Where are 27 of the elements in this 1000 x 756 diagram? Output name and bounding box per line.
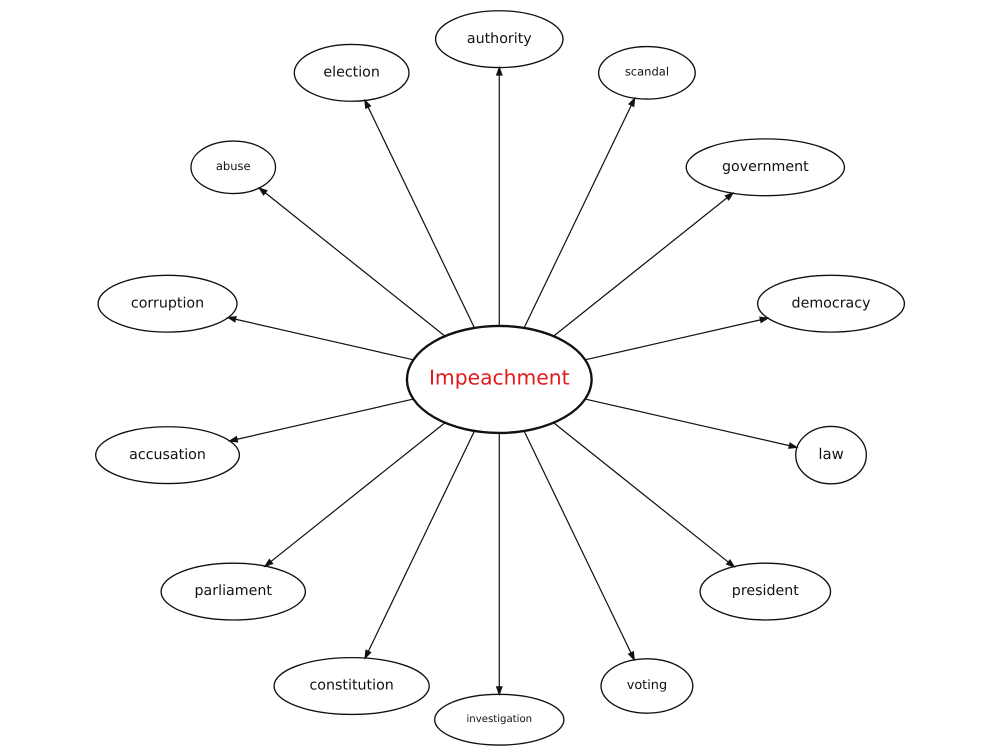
node-ellipse: parliament: [160, 562, 306, 621]
arrow: [258, 186, 446, 336]
arrow: [585, 398, 799, 449]
node-ellipse: law: [795, 426, 868, 485]
arrow: [553, 192, 734, 336]
node-ellipse: president: [699, 562, 832, 621]
arrow: [228, 398, 414, 443]
node-ellipse: constitution: [273, 656, 430, 716]
node-ellipse: scandal: [598, 46, 696, 100]
arrow: [226, 316, 414, 360]
node-ellipse: democracy: [756, 274, 906, 333]
arrow: [524, 430, 636, 662]
arrow: [496, 432, 503, 696]
node-ellipse: authority: [434, 10, 564, 68]
arrow: [264, 422, 446, 568]
arrow: [553, 422, 736, 568]
arrow: [364, 430, 475, 660]
node-ellipse: government: [686, 138, 846, 196]
arrow: [524, 96, 636, 328]
node-ellipse: election: [294, 44, 410, 102]
node-ellipse: investigation: [434, 694, 565, 746]
arrow: [364, 98, 475, 328]
node-ellipse: abuse: [190, 140, 276, 194]
node-ellipse: voting: [600, 658, 694, 714]
arrow: [585, 316, 770, 360]
node-ellipse: Impeachment: [406, 324, 593, 434]
arrow: [496, 66, 503, 326]
